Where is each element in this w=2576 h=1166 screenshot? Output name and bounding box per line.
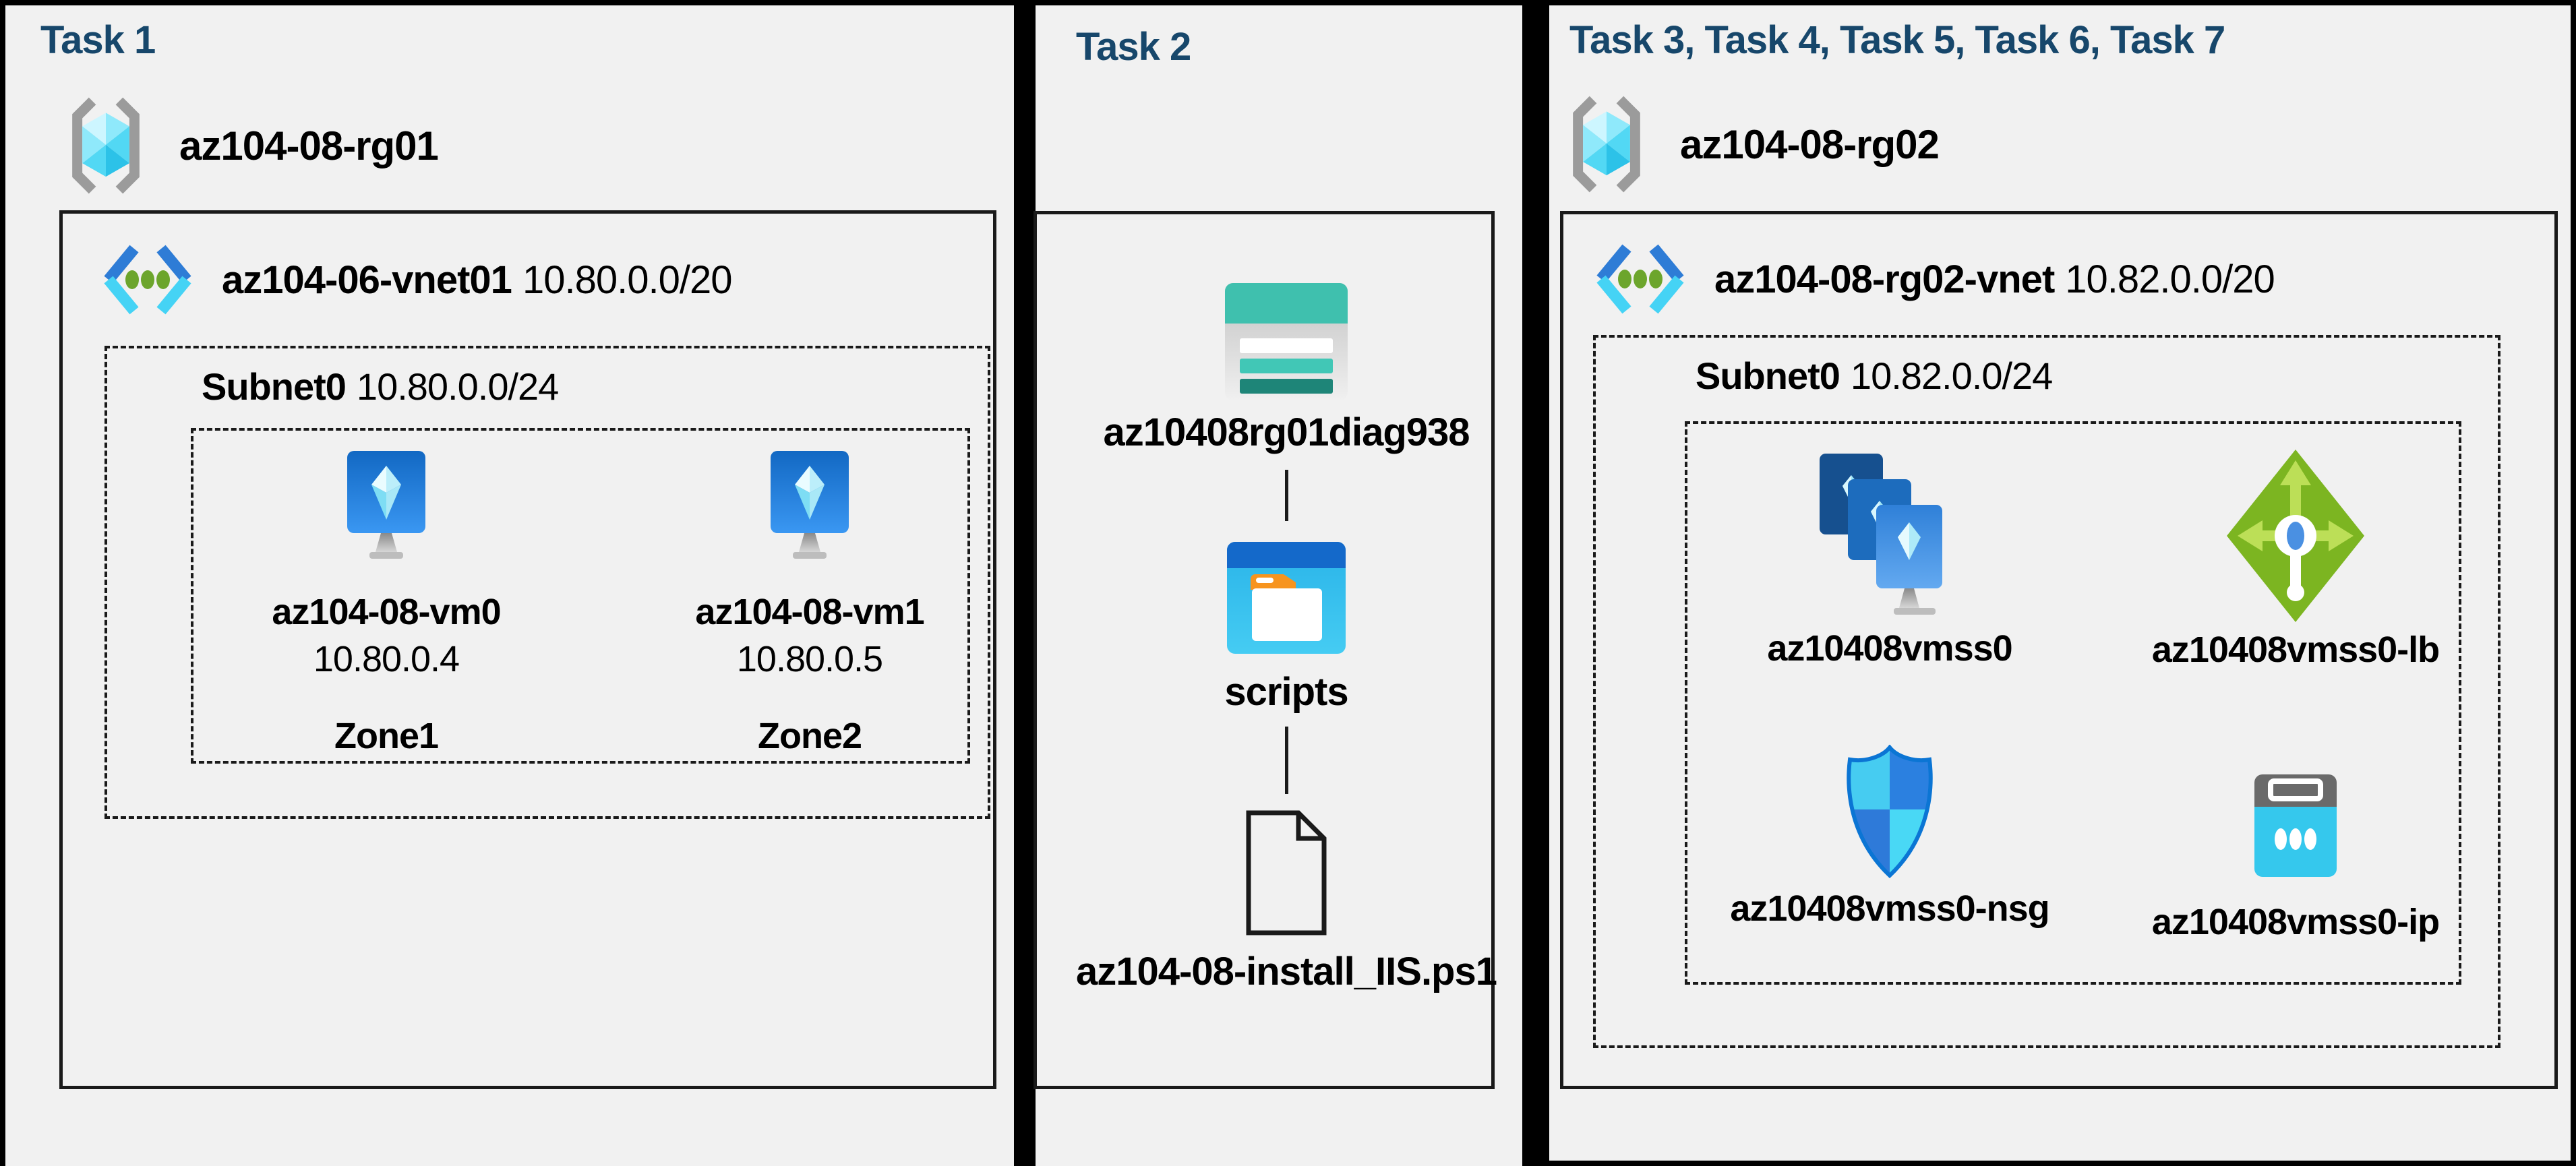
vm-item: az104-08-vm1 10.80.0.5 Zone2 — [668, 450, 951, 757]
subnet-cidr: 10.82.0.0/24 — [1850, 355, 2053, 397]
resource-item: az10408vmss0-ip — [2140, 758, 2451, 943]
script-file-label: az104-08-install_IIS.ps1 — [1076, 950, 1497, 993]
resource-group-label: az104-08-rg01 — [179, 123, 439, 168]
task1-title: Task 1 — [40, 18, 156, 62]
virtual-network-icon — [100, 242, 195, 317]
task2-box — [1034, 211, 1495, 1089]
vm-group-box: az104-08-vm0 10.80.0.4 Zone1 — [191, 428, 970, 764]
storage-account-label: az10408rg01diag938 — [1103, 410, 1470, 454]
blob-container-label: scripts — [1224, 670, 1348, 714]
resource-group-header: az104-08-rg02 — [1563, 93, 1940, 195]
resource-group-icon — [1563, 93, 1650, 195]
resource-group-label: az104-08-rg02 — [1680, 121, 1940, 167]
resource-label: az10408vmss0-ip — [2151, 902, 2440, 942]
script-file-icon — [1243, 809, 1329, 937]
connector-line — [1284, 470, 1288, 521]
resource-item: az10408vmss0-nsg — [1730, 744, 2050, 929]
task3-title: Task 3, Task 4, Task 5, Task 6, Task 7 — [1569, 18, 2225, 62]
vm-ip: 10.80.0.4 — [313, 639, 460, 679]
resource-label: az10408vmss0-lb — [2151, 630, 2440, 670]
vnet-name: az104-08-rg02-vnet — [1714, 257, 2055, 301]
vmss-resources-box: az10408vmss0 — [1685, 421, 2461, 985]
vm-zone: Zone2 — [757, 716, 862, 756]
task2-title: Task 2 — [1076, 25, 1191, 69]
subnet-name: Subnet0 — [1696, 355, 1840, 397]
resource-item: az10408vmss0 — [1735, 451, 2045, 669]
task2-stack: az10408rg01diag938 scripts — [1056, 211, 1517, 994]
vm-scale-set-icon — [1816, 451, 1964, 619]
storage-account-icon — [1224, 282, 1349, 402]
resource-group-header: az104-08-rg01 — [62, 94, 439, 197]
nsg-icon — [1839, 744, 1940, 879]
blob-container-icon — [1226, 541, 1346, 654]
vnet-cidr: 10.80.0.0/20 — [522, 257, 733, 302]
virtual-machine-icon — [759, 450, 860, 564]
vm-zone: Zone1 — [334, 716, 439, 756]
panel-task3: Task 3, Task 4, Task 5, Task 6, Task 7 a… — [1549, 5, 2571, 1161]
vm-name: az104-08-vm1 — [695, 592, 924, 632]
load-balancer-icon — [2224, 447, 2367, 625]
virtual-machine-icon — [336, 450, 437, 564]
resource-label: az10408vmss0-nsg — [1730, 888, 2049, 929]
resource-label: az10408vmss0 — [1767, 628, 2012, 669]
subnet-name: Subnet0 — [202, 365, 347, 408]
vnet-cidr: 10.82.0.0/20 — [2065, 257, 2275, 301]
panel-task1: Task 1 az104-08-rg01 — [5, 5, 1014, 1166]
resource-group-icon — [62, 94, 150, 197]
vnet-name: az104-06-vnet01 — [222, 257, 512, 302]
panel-task2: Task 2 az10408rg01diag938 — [1034, 5, 1522, 1166]
vm-ip: 10.80.0.5 — [736, 639, 883, 679]
vm-name: az104-08-vm0 — [272, 592, 501, 632]
public-ip-icon — [2252, 772, 2339, 878]
virtual-network-icon — [1593, 241, 1687, 317]
subnet-cidr: 10.80.0.0/24 — [356, 365, 559, 408]
resource-item: az10408vmss0-lb — [2140, 447, 2451, 671]
vm-item: az104-08-vm0 10.80.0.4 Zone1 — [245, 450, 528, 757]
connector-line — [1284, 727, 1288, 794]
